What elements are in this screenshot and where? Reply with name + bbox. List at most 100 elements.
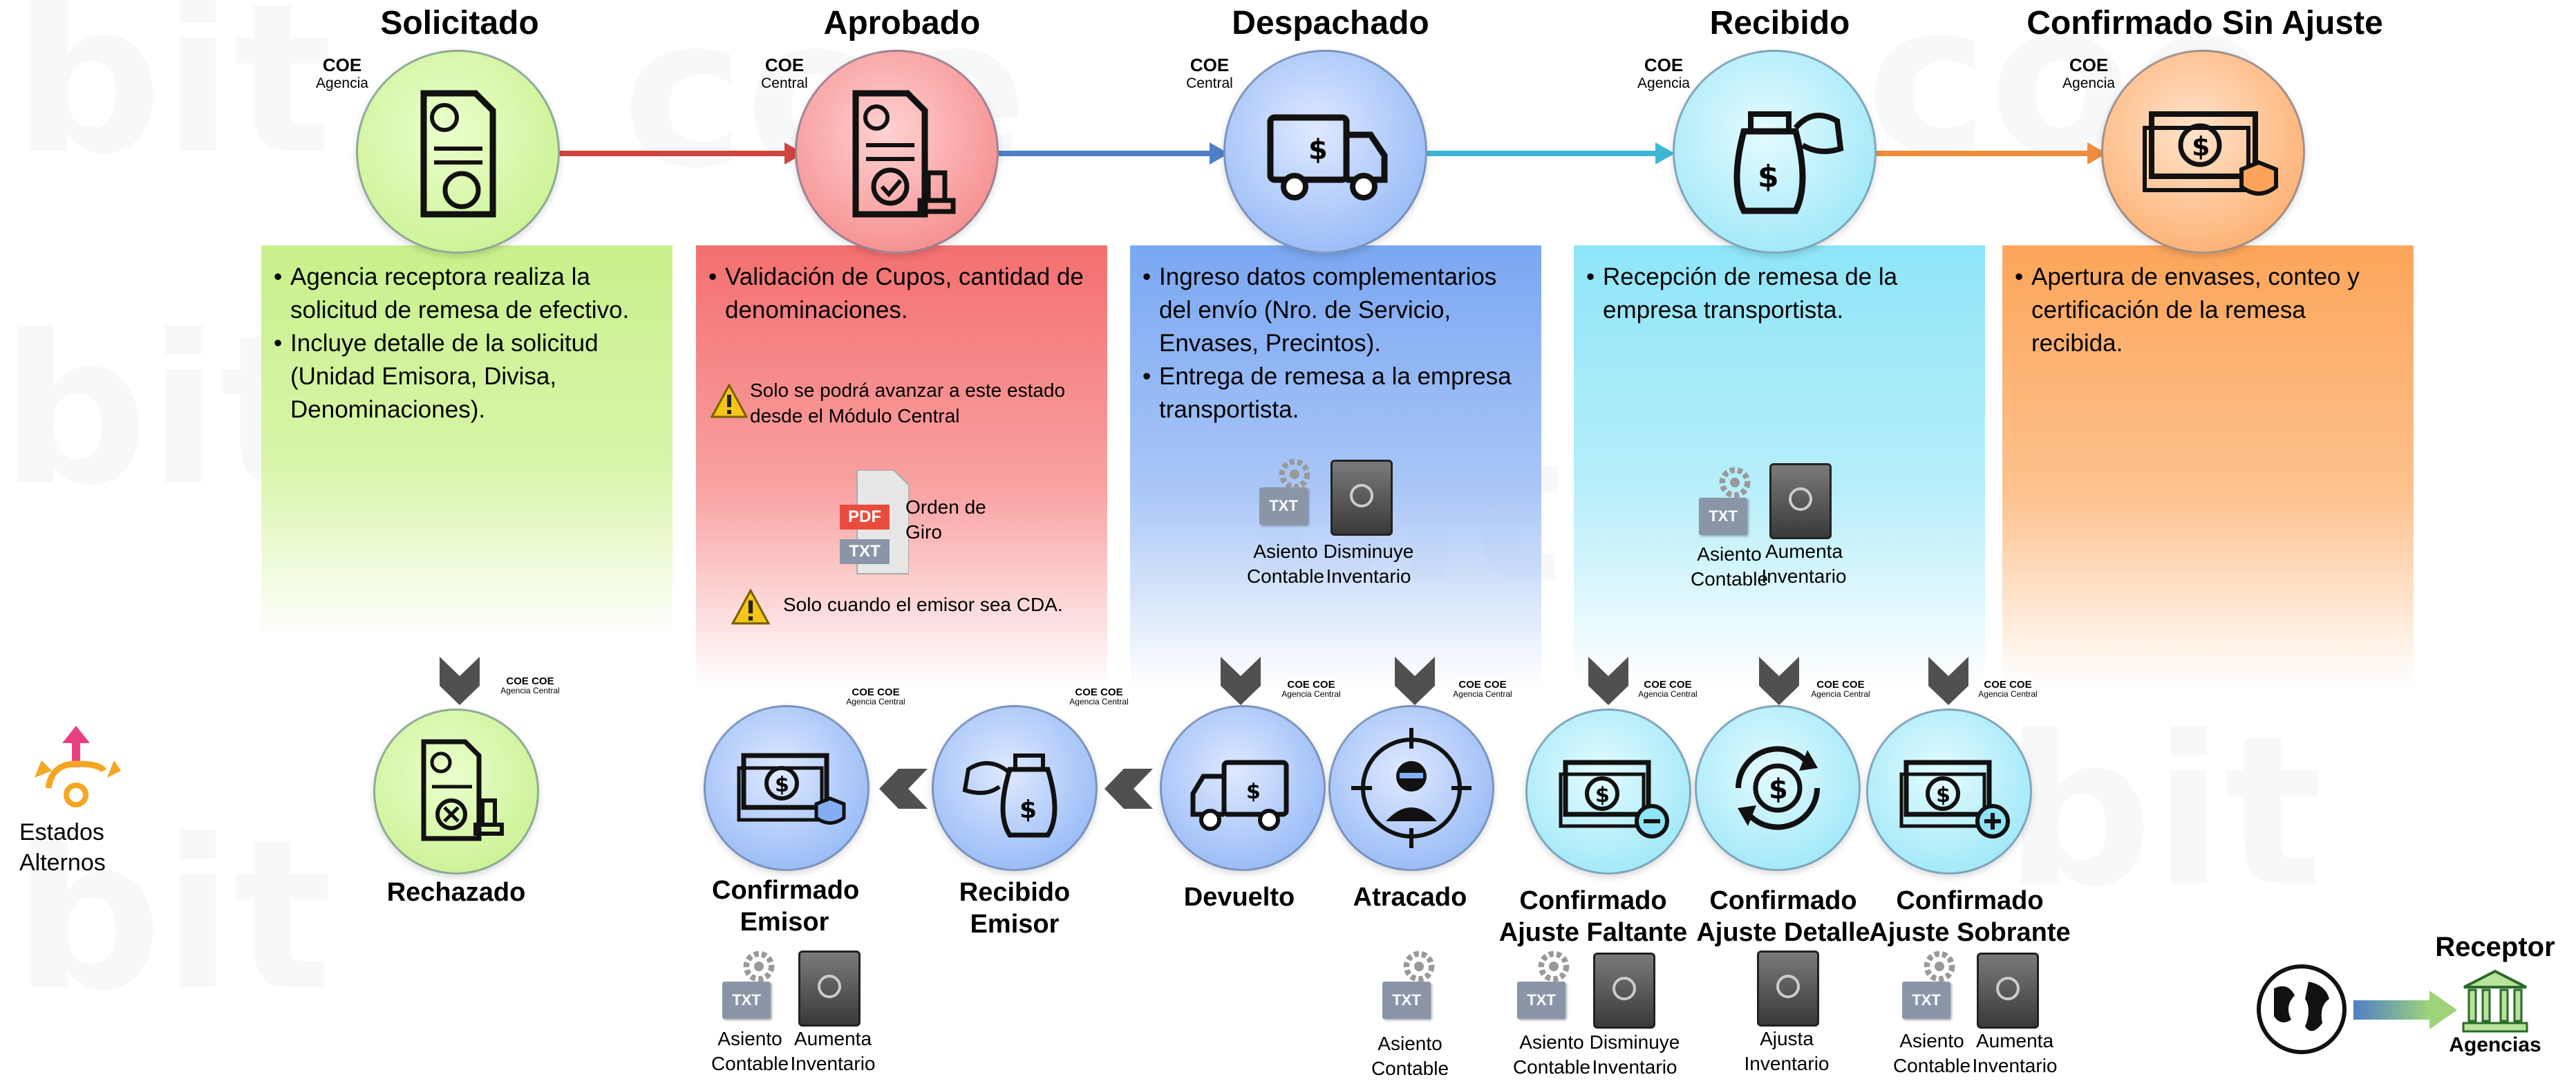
state-circle-despachado: $ — [1223, 50, 1427, 254]
alt-state-circle-ajuste-sobrante: $ — [1866, 709, 2032, 874]
gear-icon — [1538, 951, 1570, 982]
svg-text:$: $ — [2192, 131, 2210, 162]
aumenta-inventario-label: Aumenta Inventario — [1972, 1030, 2058, 1076]
cash-check-icon: $ — [2143, 111, 2278, 196]
state-title-confirmado-sin-ajuste: Confirmado Sin Ajuste — [2027, 5, 2383, 41]
safe-icon — [798, 951, 861, 1027]
state-title-aprobado: Aprobado — [823, 5, 981, 41]
bank-building-icon — [2462, 969, 2528, 1033]
arrow-despachado-recibido — [1427, 142, 1675, 165]
delivery-truck-icon: $ — [1267, 114, 1388, 200]
gear-icon — [1279, 458, 1310, 490]
aumenta-inventario-label: Aumenta Inventario — [1761, 541, 1847, 587]
safe-icon — [1769, 463, 1832, 539]
asiento-contable-label: Asiento Contable — [1512, 1031, 1591, 1078]
svg-text:$: $ — [1595, 783, 1610, 807]
svg-text:$: $ — [1758, 159, 1779, 194]
state-circle-aprobado — [795, 50, 999, 254]
panel-solicitado-bullet-2: Incluye detalle de la solicitud (Unidad … — [274, 327, 660, 427]
svg-text:$: $ — [1769, 774, 1788, 805]
alt-state-label-confirmado-emisor: Confirmado Emisor — [712, 876, 860, 937]
gear-icon — [1719, 467, 1751, 498]
alt-state-label-devuelto: Devuelto — [1183, 883, 1295, 912]
pdf-badge-label: PDF — [848, 507, 881, 526]
chevron-left-icon — [1104, 769, 1153, 809]
safe-icon — [1593, 953, 1655, 1029]
asiento-contable-label: Asiento Contable — [1371, 1033, 1449, 1079]
svg-text:$: $ — [1246, 780, 1261, 804]
panel-solicitado-bullet-1: Agencia receptora realiza la solicitud d… — [274, 261, 660, 327]
disminuye-inventario-label: Disminuye Inventario — [1589, 1031, 1680, 1078]
alt-state-label-rechazado: Rechazado — [386, 878, 526, 907]
alt-state-label-ajuste-detalle: Confirmado Ajuste Detalle — [1696, 886, 1870, 947]
alt-state-label-ajuste-faltante: Confirmado Ajuste Faltante — [1498, 886, 1688, 947]
pdf-document-icon — [840, 470, 909, 574]
delivery-truck-icon: $ — [1190, 760, 1289, 831]
robbery-target-icon — [1351, 728, 1472, 848]
alt-state-label-ajuste-sobrante: Confirmado Ajuste Sobrante — [1869, 886, 2071, 947]
txt-file-icon: TXT — [1699, 498, 1747, 535]
txt-file-icon: TXT — [1517, 982, 1566, 1019]
panel-despachado-bullet-1: Ingreso datos complementarios del envío … — [1143, 261, 1529, 360]
chevron-down-icon — [440, 657, 480, 705]
estados-alternos-label: Estados Alternos — [19, 819, 106, 876]
panel-despachado-bullet-2: Entrega de remesa a la empresa transport… — [1143, 360, 1529, 427]
txt-file-icon: TXT — [1902, 982, 1950, 1019]
arrow-aprobado-despachado — [999, 142, 1229, 165]
cash-check-icon: $ — [737, 753, 846, 825]
state-circle-recibido: $ — [1673, 50, 1877, 254]
panel-solicitado: Agencia receptora realiza la solicitud d… — [261, 245, 673, 639]
txt-badge-label: TXT — [849, 542, 881, 561]
cash-plus-icon: $ — [1899, 760, 2010, 839]
warning-icon — [731, 589, 770, 625]
gear-icon — [1924, 951, 1955, 982]
panel-recibido-bullet-1: Recepción de remesa de la empresa transp… — [1586, 261, 1973, 327]
safe-icon — [1977, 953, 2039, 1029]
arrow-solicitado-aprobado — [556, 142, 804, 165]
alt-state-circle-recibido-emisor: $ — [932, 705, 1098, 871]
alt-state-circle-atracado — [1328, 705, 1494, 871]
ajusta-inventario-label: Ajusta Inventario — [1744, 1028, 1830, 1074]
state-circle-solicitado — [356, 50, 560, 254]
rejected-document-icon — [421, 739, 504, 841]
alt-state-circle-rechazado — [373, 709, 539, 874]
aprobado-note-modulo-central: Solo se podrá avanzar a este estado desd… — [750, 380, 1066, 427]
txt-file-icon: TXT — [1259, 487, 1308, 525]
document-form-icon — [420, 90, 496, 218]
asiento-contable-label: Asiento Contable — [711, 1028, 789, 1074]
chevron-left-icon — [879, 769, 928, 809]
agencias-label: Agencias — [2449, 1033, 2541, 1056]
warning-icon — [711, 384, 748, 418]
approved-document-stamp-icon — [852, 90, 956, 218]
alt-state-label-recibido-emisor: Recibido Emisor — [959, 878, 1071, 939]
cash-minus-icon: $ — [1559, 760, 1669, 839]
svg-text:$: $ — [1019, 796, 1037, 824]
asiento-contable-label: Asiento Contable — [1892, 1030, 1971, 1076]
panel-confirmado-sin-ajuste: Apertura de envases, conteo y certificac… — [2002, 245, 2414, 688]
state-title-despachado: Despachado — [1232, 5, 1429, 41]
alt-state-circle-ajuste-detalle: $ — [1695, 705, 1861, 871]
panel-confirmado-bullet-1: Apertura de envases, conteo y certificac… — [2015, 261, 2401, 360]
txt-file-icon: TXT — [722, 982, 771, 1019]
asiento-contable-label: Asiento Contable — [1690, 543, 1769, 590]
asiento-contable-label: Asiento Contable — [1246, 541, 1325, 587]
globe-icon — [2257, 964, 2347, 1054]
svg-text:$: $ — [775, 773, 789, 797]
receptor-title: Receptor — [2435, 932, 2555, 962]
alt-state-label-atracado: Atracado — [1353, 883, 1467, 912]
hand-money-bag-icon: $ — [1733, 111, 1844, 214]
arrow-right-icon — [2353, 991, 2457, 1029]
txt-file-icon: TXT — [1382, 982, 1431, 1019]
watermark-logo: bit — [14, 0, 332, 200]
chevron-down-icon — [1395, 657, 1435, 705]
state-circle-confirmado-sin-ajuste: $ — [2101, 50, 2305, 254]
